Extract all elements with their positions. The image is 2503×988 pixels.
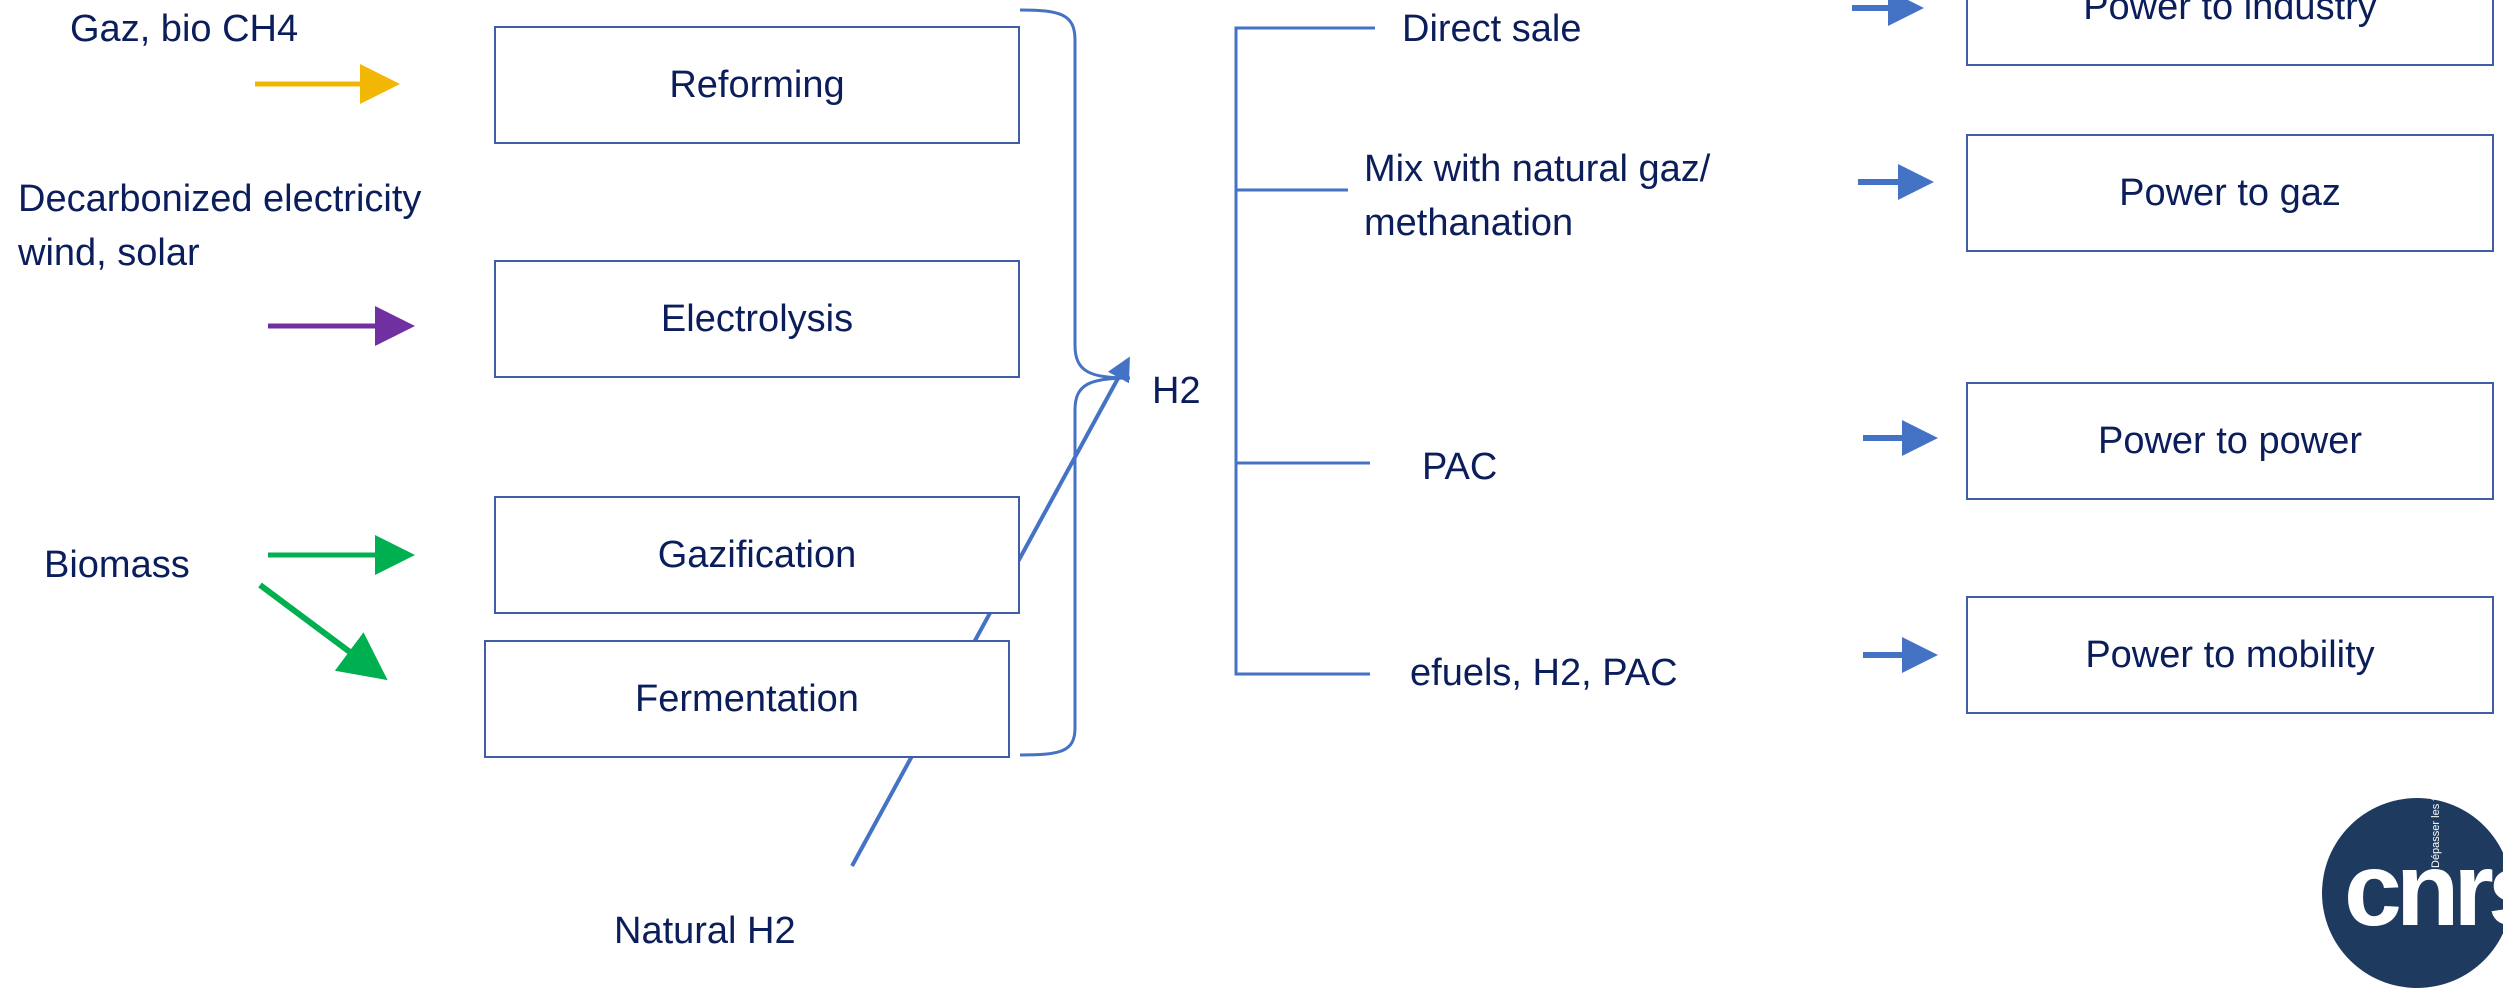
gazification-label: Gazification <box>657 533 857 576</box>
reforming-label: Reforming <box>669 63 845 106</box>
power-to-gaz-box: Power to gaz <box>1966 134 2494 252</box>
power-to-industry-box: Power to industry <box>1966 0 2494 66</box>
cnrs-logo: cnrs Dépasser les frontières <box>2322 798 2503 988</box>
biomass-input-label: Biomass <box>44 544 190 586</box>
electricity-input-label: Decarbonized electricity <box>18 178 422 220</box>
power-to-power-box: Power to power <box>1966 382 2494 500</box>
use-bracket <box>1234 26 1375 676</box>
biomass-fermentation-arrow <box>258 582 388 681</box>
mix-label-line1: Mix with natural gaz/ <box>1364 148 1711 190</box>
natural-h2-label: Natural H2 <box>614 910 796 952</box>
cnrs-logo-text: cnrs <box>2344 832 2503 948</box>
fermentation-box: Fermentation <box>484 640 1010 758</box>
power-to-mobility-box: Power to mobility <box>1966 596 2494 714</box>
electrolysis-label: Electrolysis <box>660 297 854 340</box>
efuels-label: efuels, H2, PAC <box>1410 652 1678 694</box>
direct-sale-label: Direct sale <box>1402 8 1582 50</box>
h2-hub-label: H2 <box>1152 370 1201 412</box>
power-to-gaz-label: Power to gaz <box>2119 171 2341 214</box>
power-to-mobility-label: Power to mobility <box>2085 633 2375 676</box>
reforming-box: Reforming <box>494 26 1020 144</box>
mix-label-line2: methanation <box>1364 202 1574 244</box>
power-to-industry-label: Power to industry <box>2083 0 2377 28</box>
electrolysis-box: Electrolysis <box>494 260 1020 378</box>
pac-label: PAC <box>1422 446 1498 488</box>
electricity-source-label: wind, solar <box>18 232 200 274</box>
gazification-box: Gazification <box>494 496 1020 614</box>
gas-input-label: Gaz, bio CH4 <box>70 8 299 50</box>
process-bracket <box>1019 8 1131 757</box>
fermentation-label: Fermentation <box>635 677 859 720</box>
power-to-power-label: Power to power <box>2097 419 2362 462</box>
cnrs-logo-tagline: Dépasser les frontières <box>2430 798 2442 868</box>
